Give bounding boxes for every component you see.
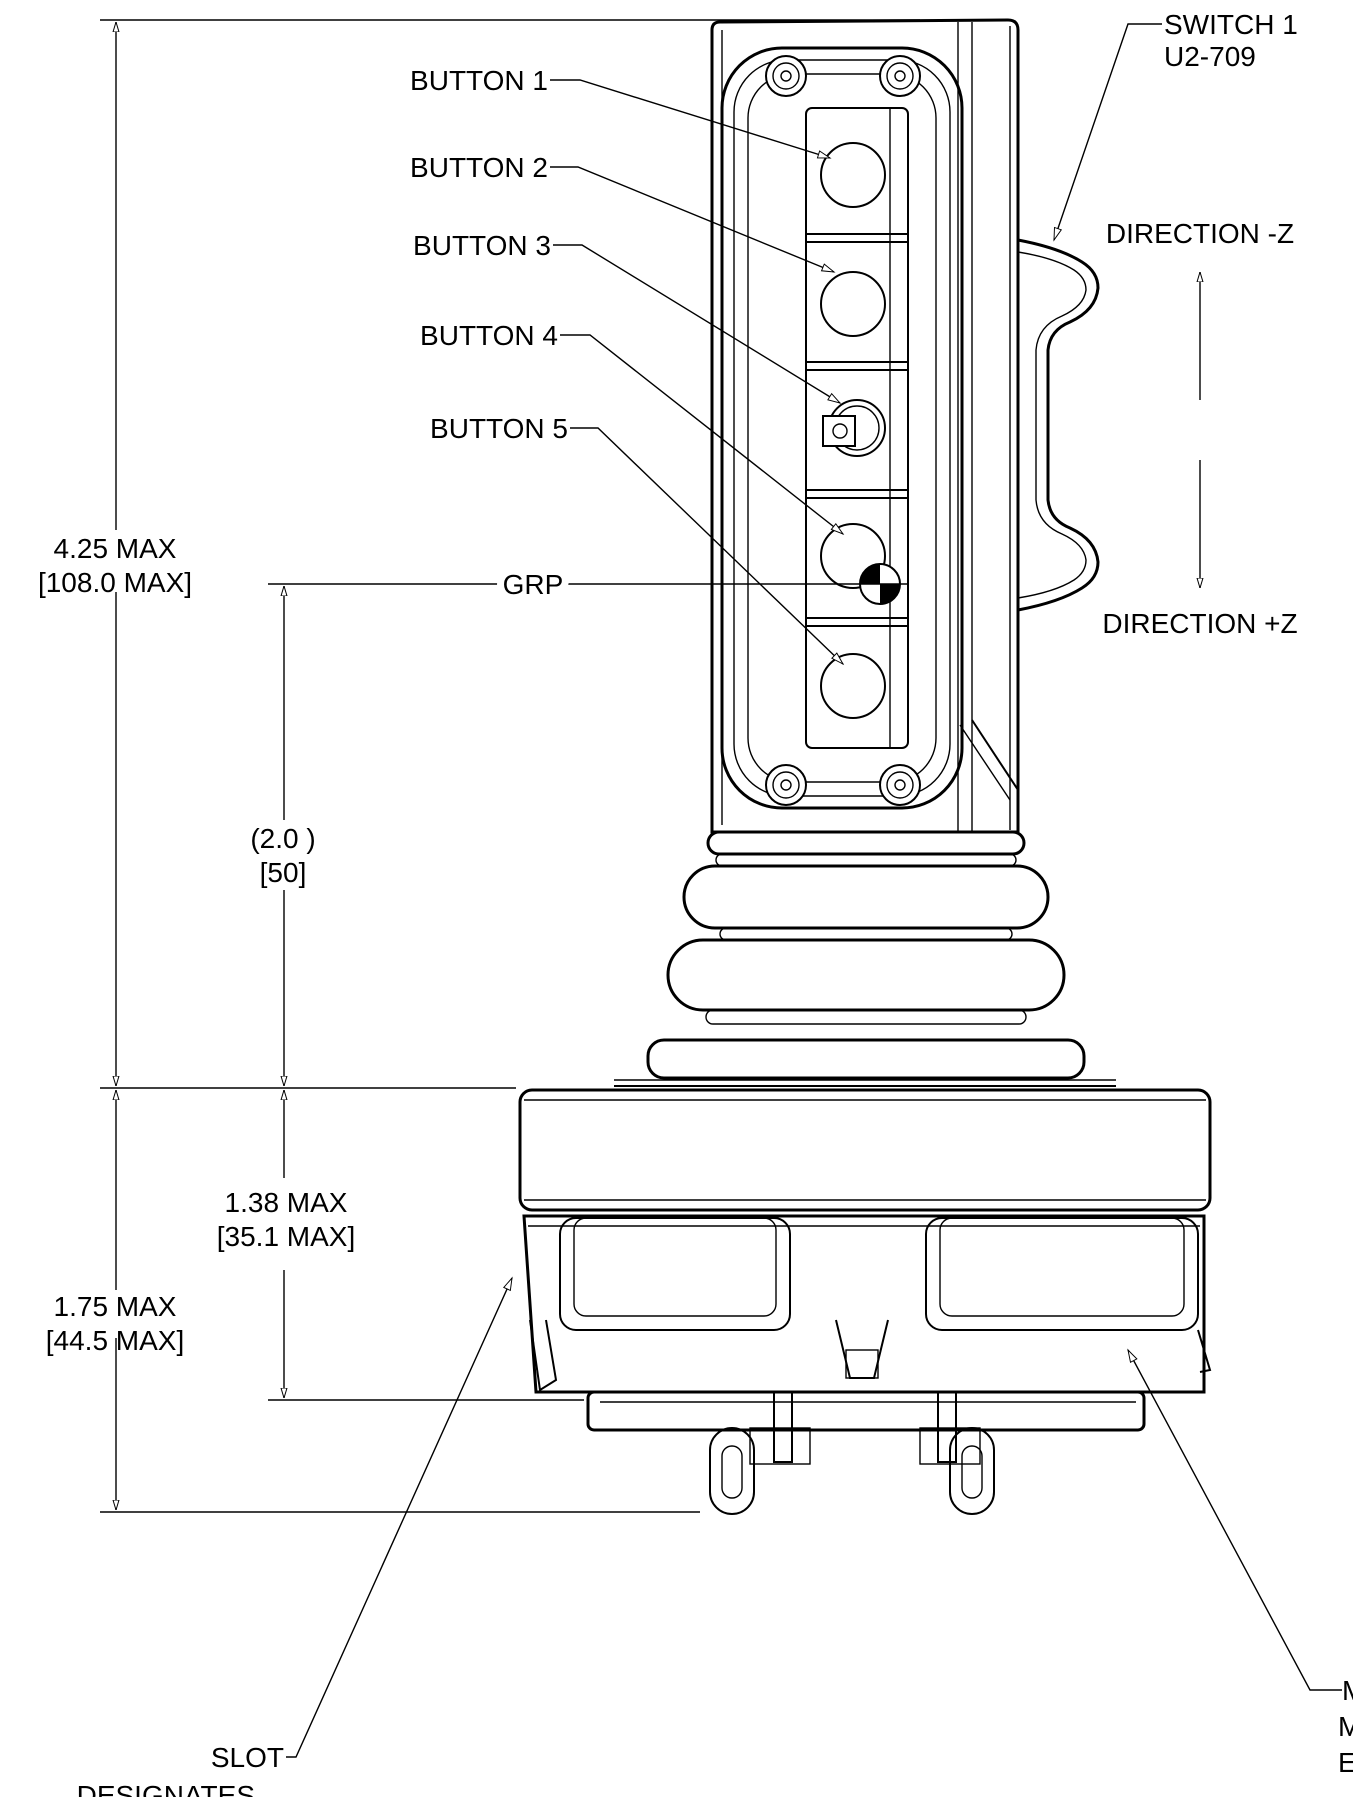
callout-mount-line1: M <box>1342 1675 1353 1706</box>
overall-height-mm: [108.0 MAX] <box>38 567 192 598</box>
callout-mount-line3: E <box>1338 1747 1353 1778</box>
callout-grp: GRP <box>503 569 564 600</box>
overall-height-inch: 4.25 MAX <box>54 533 177 564</box>
direction-minus-z: DIRECTION -Z <box>1106 218 1294 249</box>
boot <box>614 830 1116 1087</box>
loop-icon <box>709 1427 995 1515</box>
callout-slot-line2: DESIGNATES <box>77 1780 255 1797</box>
base <box>518 1088 1212 1515</box>
callout-mount-line2: M <box>1338 1711 1353 1742</box>
callout-button-2: BUTTON 2 <box>410 152 548 183</box>
callout-button-3: BUTTON 3 <box>413 230 551 261</box>
callout-button-5: BUTTON 5 <box>430 413 568 444</box>
grp-symbol-icon <box>852 563 908 605</box>
button-2-graphic <box>820 271 886 337</box>
base-total-mm: [44.5 MAX] <box>46 1325 185 1356</box>
button-3-graphic <box>822 399 886 457</box>
callout-button-4: BUTTON 4 <box>420 320 558 351</box>
grp-height-inch: (2.0 ) <box>250 823 315 854</box>
callout-switch-line2: U2-709 <box>1164 41 1256 72</box>
leader-lines <box>286 23 1342 1758</box>
grp-height-mm: [50] <box>260 857 307 888</box>
callout-switch-line1: SWITCH 1 <box>1164 9 1298 40</box>
button-5-graphic <box>820 653 886 719</box>
direction-plus-z: DIRECTION +Z <box>1102 608 1297 639</box>
callout-slot-line1: SLOT <box>211 1742 284 1773</box>
screw-icon <box>765 55 921 806</box>
dimension-lines <box>100 19 1200 1513</box>
side-switch <box>1017 238 1100 612</box>
handle-body <box>710 18 1020 834</box>
base-height-mm: [35.1 MAX] <box>217 1221 356 1252</box>
button-1-graphic <box>820 142 886 208</box>
callout-button-1: BUTTON 1 <box>410 65 548 96</box>
base-total-inch: 1.75 MAX <box>54 1291 177 1322</box>
base-height-inch: 1.38 MAX <box>225 1187 348 1218</box>
